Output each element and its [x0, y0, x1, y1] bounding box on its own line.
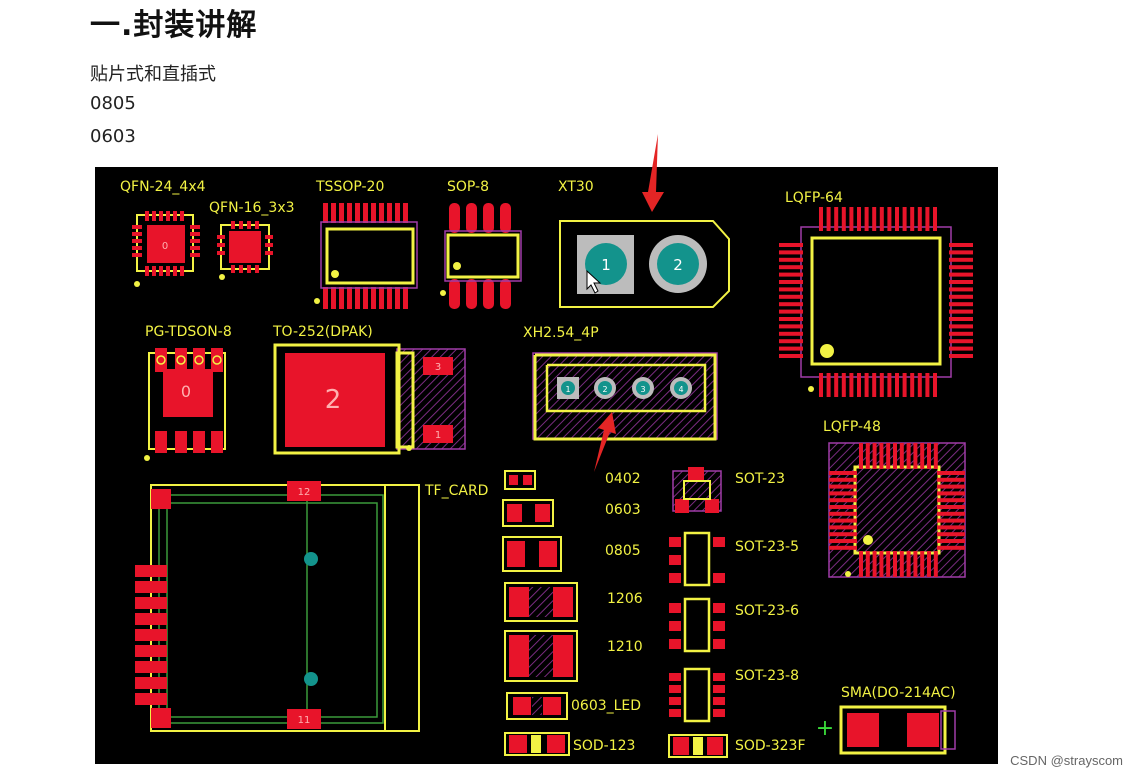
label-sot238: SOT-23-8	[735, 668, 799, 684]
label-0603: 0603	[605, 502, 641, 518]
to252-pin1-label: 1	[435, 430, 441, 441]
label-0402: 0402	[605, 471, 641, 487]
tdson-pad-label: 0	[181, 382, 191, 401]
label-sot236: SOT-23-6	[735, 603, 799, 619]
to252-tab-label: 2	[325, 385, 342, 415]
annotation-arrow-xt30-icon	[642, 134, 664, 212]
xh-pin2-label: 2	[602, 385, 607, 394]
label-sod123: SOD-123	[573, 738, 635, 754]
label-sot23: SOT-23	[735, 471, 785, 487]
label-xh254: XH2.54_4P	[523, 325, 599, 341]
to252-pin3-label: 3	[435, 362, 441, 373]
sop8-footprint	[440, 203, 522, 309]
label-0805: 0805	[605, 543, 641, 559]
label-lqfp48: LQFP-48	[823, 419, 881, 435]
sot-footprints	[668, 467, 728, 758]
text-line-0805: 0805	[90, 93, 136, 114]
annotation-arrow-xh254-icon	[594, 412, 616, 472]
lqfp64-footprint	[779, 207, 973, 397]
xh-pin3-label: 3	[640, 385, 645, 394]
xh-pin1-label: 1	[565, 385, 570, 394]
xt30-pin1-label: 1	[601, 256, 611, 274]
label-tssop20: TSSOP-20	[315, 179, 384, 195]
label-0603led: 0603_LED	[571, 698, 641, 714]
watermark: CSDN @strayscom	[1010, 753, 1123, 768]
chip-footprints	[502, 470, 578, 756]
xh254-footprint: 1 2 3 4	[532, 352, 718, 441]
label-sop8: SOP-8	[447, 179, 489, 195]
text-line-smd-tht: 贴片式和直插式	[90, 64, 216, 85]
polarity-plus-icon: +	[816, 716, 834, 741]
pcb-drawing: 0	[120, 179, 973, 758]
xt30-footprint: 1 2	[559, 220, 730, 308]
label-sod323f: SOD-323F	[735, 738, 806, 754]
label-to252: TO-252(DPAK)	[272, 324, 373, 340]
qfn16-footprint	[217, 221, 273, 280]
label-qfn24: QFN-24_4x4	[120, 179, 206, 195]
label-1210: 1210	[607, 639, 643, 655]
label-1206: 1206	[607, 591, 643, 607]
tf-pad11-label: 11	[298, 715, 311, 726]
section-heading: 一.封装讲解	[90, 8, 258, 43]
tf-pad12-label: 12	[298, 487, 311, 498]
label-xt30: XT30	[558, 179, 594, 195]
text-line-0603: 0603	[90, 126, 136, 147]
label-sot235: SOT-23-5	[735, 539, 799, 555]
xt30-pin2-label: 2	[673, 256, 683, 274]
pgtdson8-footprint: 0	[144, 348, 226, 461]
label-tfcard: TF_CARD	[424, 483, 488, 499]
qfn24-pad-label: 0	[162, 241, 168, 252]
sma-footprint: +	[816, 705, 956, 755]
mouse-cursor-icon	[586, 269, 602, 294]
to252-footprint: 2 3 1	[273, 343, 466, 455]
lqfp48-footprint	[828, 442, 966, 578]
label-lqfp64: LQFP-64	[785, 190, 843, 206]
tfcard-footprint: 12 11	[135, 481, 420, 732]
qfn24-footprint: 0	[132, 211, 200, 287]
pcb-footprint-image: 0	[95, 167, 998, 764]
xh-pin4-label: 4	[678, 385, 683, 394]
label-qfn16: QFN-16_3x3	[209, 200, 295, 216]
label-pgtdson8: PG-TDSON-8	[145, 324, 232, 340]
label-sma: SMA(DO-214AC)	[841, 685, 956, 701]
tssop20-footprint	[314, 203, 418, 309]
